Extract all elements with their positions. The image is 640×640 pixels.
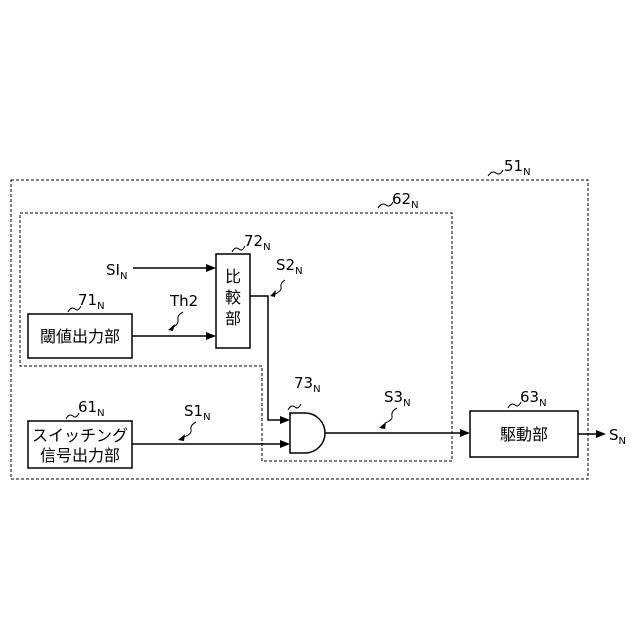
s2-label: S2N (276, 256, 303, 277)
s1-arrowhead (280, 440, 290, 448)
switching-block-ref-num: 61 (78, 398, 97, 416)
switching-signal-label-line1: スイッチング (32, 426, 128, 445)
switching-signal-label-line2: 信号出力部 (40, 446, 120, 465)
sn-label-main: S (609, 426, 619, 444)
outer-region-leader (488, 170, 503, 176)
s2-label-main: S2 (276, 256, 295, 274)
threshold-output-label: 閾値出力部 (40, 327, 120, 346)
sn-arrowhead (596, 430, 606, 438)
and-gate-ref: 73N (294, 374, 321, 395)
and-gate (290, 413, 325, 453)
inner-region-ref: 62N (392, 190, 419, 211)
si-label: SIN (106, 261, 127, 282)
switching-block-ref-sub: N (97, 408, 104, 419)
s2-leader (275, 280, 285, 294)
s2-leader-tip (270, 290, 276, 297)
si-label-main: SI (106, 261, 120, 279)
comparator-char-2: 較 (225, 288, 241, 307)
and-gate-ref-num: 73 (294, 374, 313, 392)
s1-label-sub: N (203, 412, 210, 423)
drive-block-ref-num: 63 (520, 388, 539, 406)
threshold-block-ref-num: 71 (78, 291, 97, 309)
comparator-char-3: 部 (225, 309, 241, 328)
s3-label: S3N (384, 388, 411, 409)
and-gate-leader (288, 404, 301, 410)
s2-label-sub: N (295, 266, 302, 277)
s1-leader (184, 422, 196, 437)
s3-leader (385, 408, 397, 423)
th2-arrowhead (206, 332, 216, 340)
comparator-block-ref-num: 72 (244, 232, 263, 250)
comparator-block-ref: 72N (244, 232, 271, 253)
inner-region-ref-sub: N (411, 200, 418, 211)
s1-leader-tip (178, 434, 185, 441)
drive-block-label: 駆動部 (500, 425, 548, 444)
s1-label-main: S1 (184, 402, 203, 420)
s1-label: S1N (184, 402, 211, 423)
comparator-char-1: 比 (225, 267, 241, 286)
si-arrowhead (206, 264, 216, 272)
inner-region-ref-num: 62 (392, 190, 411, 208)
drive-block-ref-sub: N (539, 398, 546, 409)
si-label-sub: N (120, 271, 127, 282)
s2-arrowhead (280, 416, 290, 424)
s3-leader-tip (379, 422, 386, 429)
s3-label-sub: N (403, 398, 410, 409)
switching-block-ref: 61N (78, 398, 105, 419)
outer-region-ref-sub: N (523, 167, 530, 178)
s2-wire (250, 296, 282, 420)
outer-region-ref: 51N (504, 157, 531, 178)
sn-label: SN (609, 426, 626, 447)
inner-region-leader (378, 202, 393, 208)
outer-region-ref-num: 51 (504, 157, 523, 175)
sn-label-sub: N (619, 436, 626, 447)
comparator-block-ref-sub: N (263, 242, 270, 253)
and-gate-ref-sub: N (313, 384, 320, 395)
threshold-block-ref-sub: N (97, 301, 104, 312)
s3-label-main: S3 (384, 388, 403, 406)
s3-arrowhead (460, 429, 470, 437)
drive-block-ref: 63N (520, 388, 547, 409)
th2-label: Th2 (169, 292, 198, 310)
threshold-block-ref: 71N (78, 291, 105, 312)
th2-leader-tip (168, 324, 175, 331)
